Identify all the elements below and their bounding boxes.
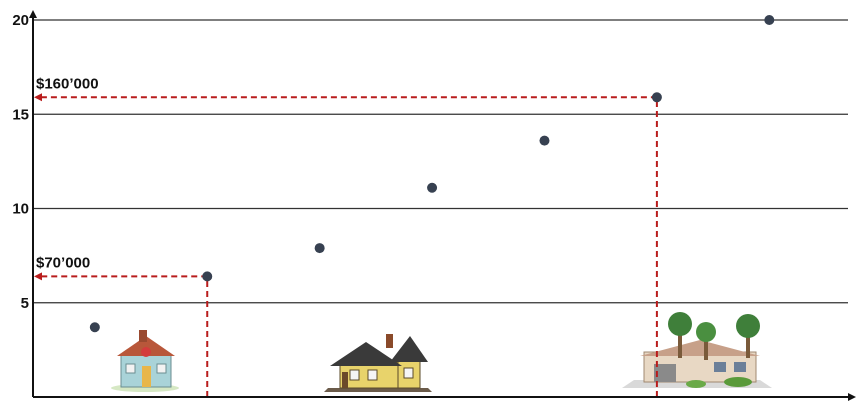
data-point-1 [89, 322, 100, 333]
annotation-guides [34, 93, 658, 397]
annotation-labels: $70’000 $160’000 [36, 75, 99, 271]
villa-icon [622, 312, 772, 388]
data-point-5 [539, 135, 550, 146]
data-point-7 [764, 15, 775, 25]
x-axis-arrow [848, 393, 856, 401]
y-tick-label-20: 20 [12, 12, 29, 29]
data-point-6 [651, 92, 662, 103]
small-house-icon [111, 330, 179, 392]
annotation-label-1: $160’000 [36, 75, 99, 92]
y-tick-label-15: 15 [12, 106, 29, 123]
annotation-label-0: $70’000 [36, 254, 90, 271]
annotation-arrowhead-1 [34, 93, 42, 102]
medium-house-icon [324, 334, 432, 392]
data-point-3 [314, 243, 325, 254]
house-illustrations [111, 312, 772, 392]
grid-lines [33, 19, 848, 304]
y-axis-arrow [29, 10, 37, 18]
data-point-2 [202, 271, 213, 282]
y-tick-label-5: 5 [21, 295, 29, 312]
y-tick-label-10: 10 [12, 201, 29, 218]
annotation-arrowhead-0 [34, 272, 42, 281]
data-point-4 [427, 182, 438, 193]
axes: 5 10 15 20 [12, 10, 856, 401]
data-points [89, 15, 775, 333]
